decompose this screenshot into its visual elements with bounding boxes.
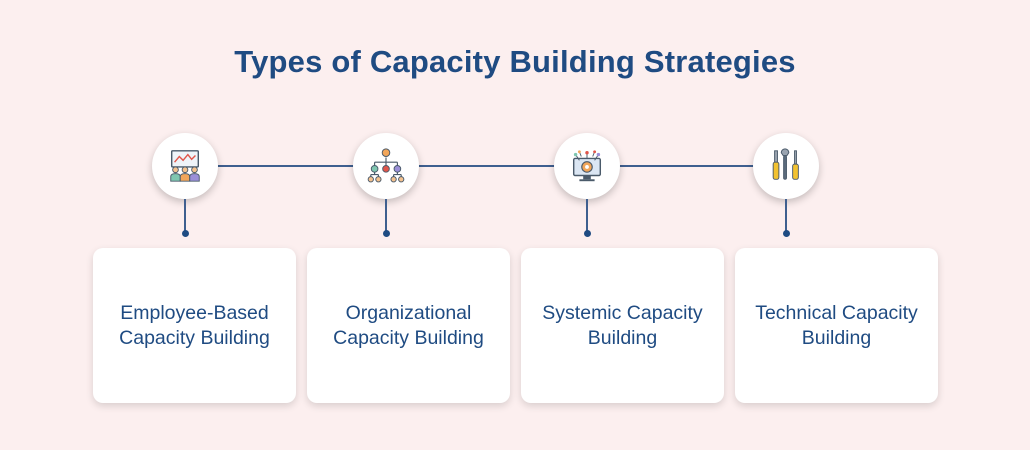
strategy-label: Employee-Based Capacity Building	[119, 301, 270, 349]
connector-dot	[182, 230, 189, 237]
strategy-card-systemic: Systemic Capacity Building	[521, 248, 724, 403]
org-chart-icon	[353, 133, 419, 199]
connector-dot	[783, 230, 790, 237]
team-presentation-icon	[152, 133, 218, 199]
connector-line	[184, 199, 186, 232]
strategy-card-technical: Technical Capacity Building	[735, 248, 938, 403]
timeline-connector	[185, 165, 787, 167]
connector-dot	[584, 230, 591, 237]
strategy-label: Technical Capacity Building	[755, 301, 918, 349]
connector-line	[385, 199, 387, 232]
connector-line	[785, 199, 787, 232]
connector-line	[586, 199, 588, 232]
strategy-label: Organizational Capacity Building	[333, 301, 484, 349]
strategy-card-employee: Employee-Based Capacity Building	[93, 248, 296, 403]
strategy-card-organizational: Organizational Capacity Building	[307, 248, 510, 403]
monitor-gear-icon	[554, 133, 620, 199]
tools-icon	[753, 133, 819, 199]
page-title: Types of Capacity Building Strategies	[234, 44, 796, 79]
strategy-label: Systemic Capacity Building	[542, 301, 703, 349]
connector-dot	[383, 230, 390, 237]
